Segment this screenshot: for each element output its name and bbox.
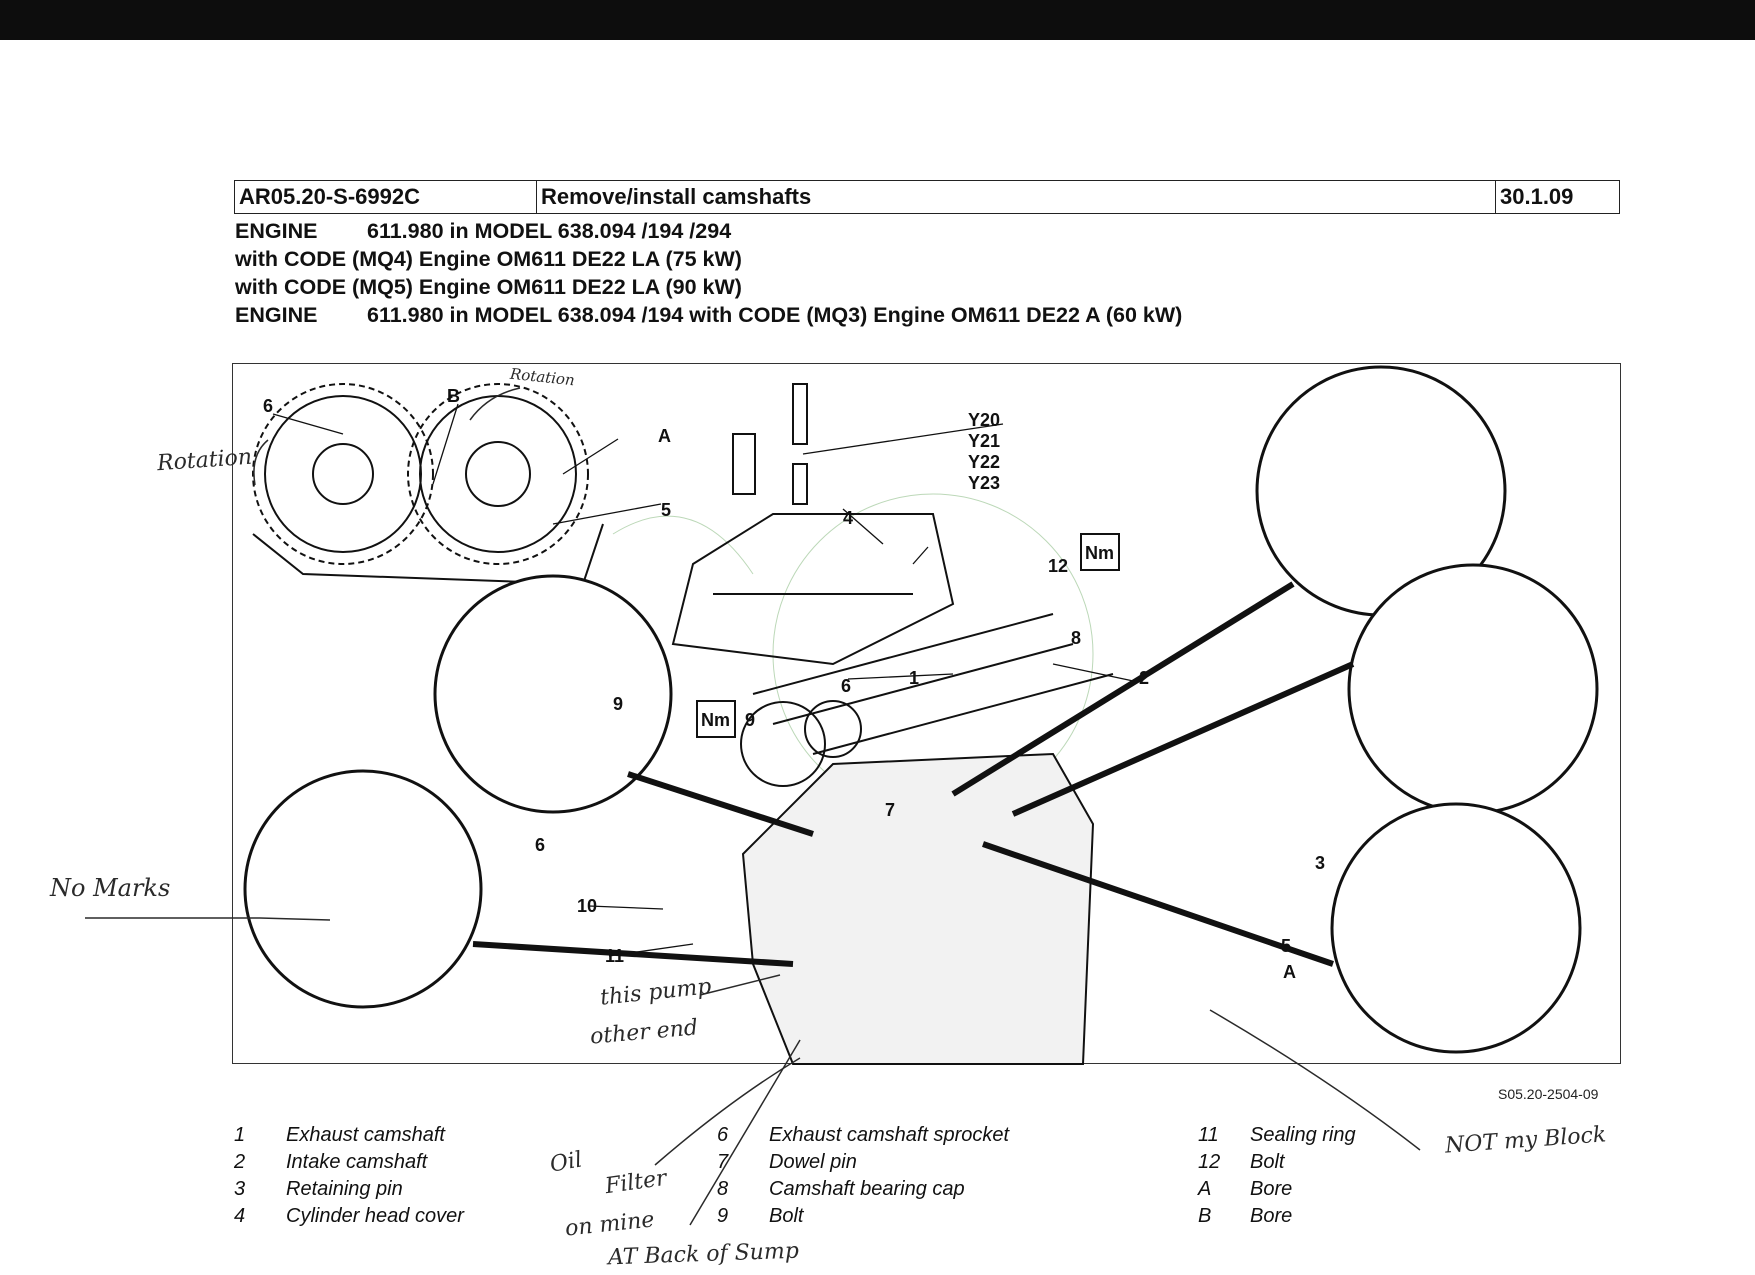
label-5: 5 xyxy=(661,500,671,520)
label-y21: Y21 xyxy=(968,431,1000,451)
applicability-row: with CODE (MQ4) Engine OM611 DE22 LA (75… xyxy=(235,247,742,271)
handwritten-no-marks: No Marks xyxy=(50,874,171,902)
label-y22: Y22 xyxy=(968,452,1000,472)
label-5-detail: 5 xyxy=(1281,936,1291,956)
label-10: 10 xyxy=(577,896,597,916)
label-9-detail: 9 xyxy=(613,694,623,714)
scan-top-bar xyxy=(0,0,1755,40)
label-8: 8 xyxy=(1071,628,1081,648)
figure-reference: S05.20-2504-09 xyxy=(1498,1086,1599,1102)
label-3: 3 xyxy=(1315,853,1325,873)
label-12: 12 xyxy=(1048,556,1068,576)
detail-leaders xyxy=(472,581,1355,967)
label-y23: Y23 xyxy=(968,473,1000,493)
label-y20: Y20 xyxy=(968,410,1000,430)
label-6-detail: 6 xyxy=(535,835,545,855)
document-header: AR05.20-S-6992C Remove/install camshafts… xyxy=(234,180,1620,214)
label-2: 2 xyxy=(1139,668,1149,688)
callout-lines xyxy=(272,403,1139,957)
detail-circles xyxy=(243,365,1599,1054)
label-nm-mid: Nm xyxy=(701,710,730,730)
label-7: 7 xyxy=(885,800,895,820)
document-id: AR05.20-S-6992C xyxy=(235,181,537,213)
label-1: 1 xyxy=(909,668,919,688)
document-date: 30.1.09 xyxy=(1500,184,1574,209)
label-11: 11 xyxy=(605,946,624,966)
handwritten-at-back-of-sump: AT Back of Sump xyxy=(607,1238,800,1271)
diagram-drawing: 6 B A 5 Y20 Y21 Y22 Y23 4 12 Nm 8 1 2 9 … xyxy=(243,365,1599,1065)
camshaft-exploded-diagram: 6 B A 5 Y20 Y21 Y22 Y23 4 12 Nm 8 1 2 9 … xyxy=(232,363,1621,1065)
label-b: B xyxy=(447,386,460,406)
applicability-row: with CODE (MQ5) Engine OM611 DE22 LA (90… xyxy=(235,275,742,299)
document-title: Remove/install camshafts xyxy=(537,181,1496,213)
cylinder-head-cover xyxy=(671,383,955,666)
label-nm-top: Nm xyxy=(1085,543,1114,563)
label-9: 9 xyxy=(745,710,755,730)
label-4: 4 xyxy=(843,508,853,528)
label-a-detail: A xyxy=(1283,962,1296,982)
label-6-sprocket: 6 xyxy=(841,676,851,696)
label-6: 6 xyxy=(263,396,273,416)
sprocket-pair xyxy=(252,383,604,586)
label-a: A xyxy=(658,426,671,446)
camshafts xyxy=(740,613,1114,787)
